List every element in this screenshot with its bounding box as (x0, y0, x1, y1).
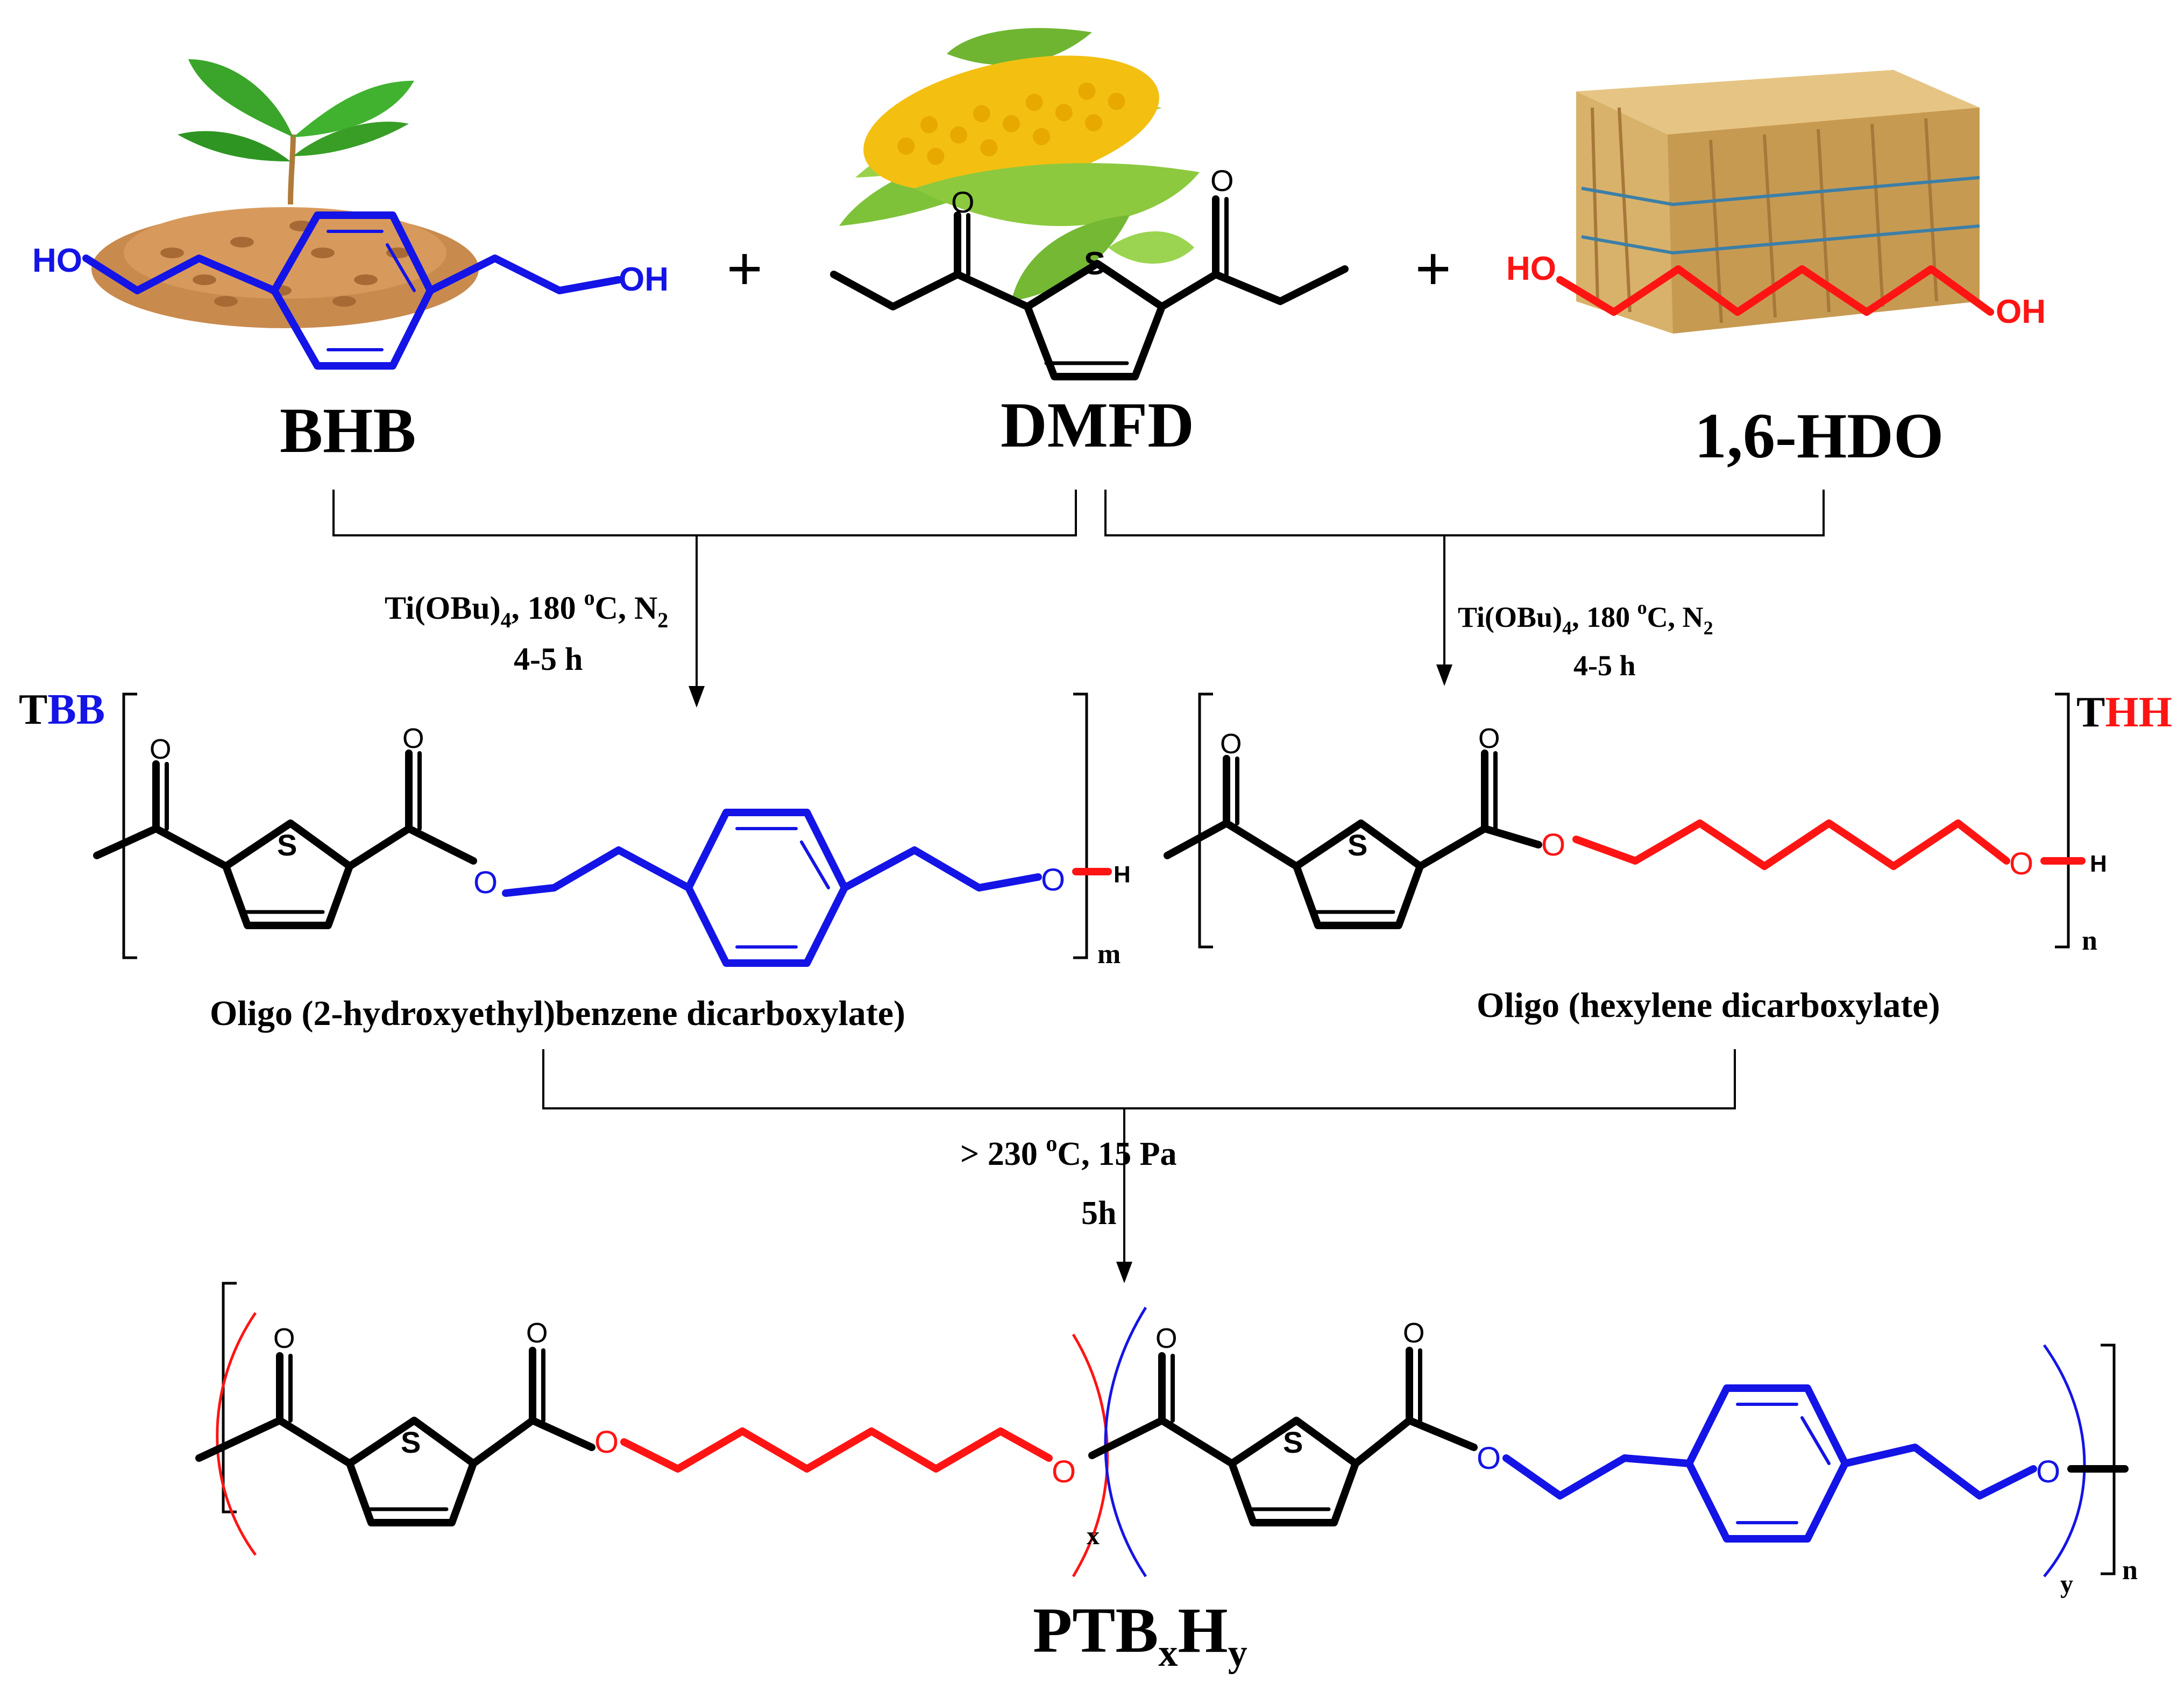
dmfd-sulfur: S (1084, 245, 1105, 281)
thh-bracket-right (2055, 692, 2070, 949)
product-sub-y: y (2060, 1570, 2073, 1599)
step1-right-conditions: Ti(OBu)4, 180 oC, N2 (1458, 597, 1713, 639)
step1-left-time: 4-5 h (514, 641, 583, 677)
product-terminal-o-blue: O (2036, 1454, 2060, 1489)
product-carbonyl-o-4: O (1403, 1318, 1424, 1349)
step1-left-conditions: Ti(OBu)4, 180 oC, N2 (385, 585, 668, 632)
hdo-oh-left: HO (1506, 250, 1556, 287)
tbb-terminal-h: H (1114, 861, 1131, 888)
bhb-oh-left: HO (32, 242, 82, 279)
dmfd-carbonyl-o-right: O (1210, 164, 1234, 197)
dmfd-label: DMFD (1001, 389, 1194, 461)
thh-repeat-n: n (2082, 925, 2097, 956)
step1-connector-right (1104, 490, 1825, 686)
product-ester-o-red: O (594, 1425, 619, 1460)
product-paren-x-right (1072, 1333, 1109, 1578)
tbb-bracket-right (1073, 692, 1088, 959)
step2-connector (542, 1049, 1736, 1283)
plus-sign-1: + (726, 233, 763, 305)
bhb-oh-right: OH (619, 261, 669, 298)
thh-terminal-h: H (2090, 851, 2107, 877)
thh-ester-o: O (1541, 828, 1565, 862)
product-paren-y-right (2043, 1344, 2086, 1578)
thh-bracket-left (1198, 692, 1213, 949)
product-polymer: S S O O O O O O O O x y n (195, 1282, 2138, 1599)
tbb-carbonyl-o-2: O (402, 723, 424, 754)
product-ester-o-blue: O (1477, 1441, 1501, 1476)
product-label: PTBxHy (1033, 1594, 1247, 1674)
tbb-carbonyl-o-1: O (150, 734, 171, 765)
product-carbonyl-o-3: O (1155, 1323, 1177, 1354)
thh-label: THH (2076, 689, 2172, 736)
product-bracket-outer-left (222, 1282, 237, 1514)
hdo-structure: HO OH (1506, 250, 2046, 330)
product-paren-y-left (1104, 1306, 1147, 1578)
corn-cob-icon (839, 28, 1200, 301)
dmfd-structure: S O O (830, 164, 1349, 380)
plus-sign-2: + (1415, 233, 1451, 305)
tbb-name: Oligo (2-hydroxyethyl)benzene dicarboxyl… (210, 994, 905, 1033)
product-carbonyl-o-2: O (526, 1318, 548, 1349)
thh-carbonyl-o-2: O (1478, 723, 1500, 754)
thh-oligomer: THH n S O O O O H (1164, 689, 2172, 956)
step1-connector-left (332, 490, 1077, 708)
bhb-structure: HO OH (32, 211, 669, 370)
hdo-oh-right: OH (1996, 293, 2046, 330)
product-sulfur-2: S (1283, 1425, 1303, 1459)
step2-time: 5h (1081, 1195, 1116, 1232)
tbb-bracket-left (122, 692, 137, 959)
straw-bale-icon (1576, 70, 1980, 334)
thh-carbonyl-o-1: O (1220, 729, 1242, 760)
product-sub-n: n (2122, 1555, 2138, 1586)
thh-sulfur: S (1348, 828, 1367, 862)
product-sulfur-1: S (401, 1425, 421, 1459)
product-bracket-outer-right (2101, 1343, 2116, 1575)
thh-terminal-o: O (2009, 846, 2033, 881)
dmfd-carbonyl-o-left: O (951, 185, 975, 219)
product-carbonyl-o-1: O (273, 1323, 295, 1354)
tbb-oligomer: TBB m S O O O O H (19, 686, 1131, 970)
product-sub-x: x (1087, 1522, 1100, 1550)
tbb-terminal-o: O (1041, 862, 1065, 897)
step1-right-time: 4-5 h (1573, 649, 1636, 682)
tbb-repeat-m: m (1097, 939, 1121, 970)
tbb-ester-o: O (473, 865, 498, 900)
product-paren-x-left (216, 1312, 257, 1556)
tbb-label: TBB (19, 686, 105, 733)
thh-name: Oligo (hexylene dicarboxylate) (1477, 986, 1940, 1025)
tbb-sulfur: S (277, 828, 297, 862)
step2-conditions: > 230 oC, 15 Pa (960, 1132, 1177, 1172)
bhb-label: BHB (280, 394, 416, 466)
hdo-label: 1,6-HDO (1694, 400, 1944, 471)
product-link-o-red: O (1052, 1454, 1076, 1489)
